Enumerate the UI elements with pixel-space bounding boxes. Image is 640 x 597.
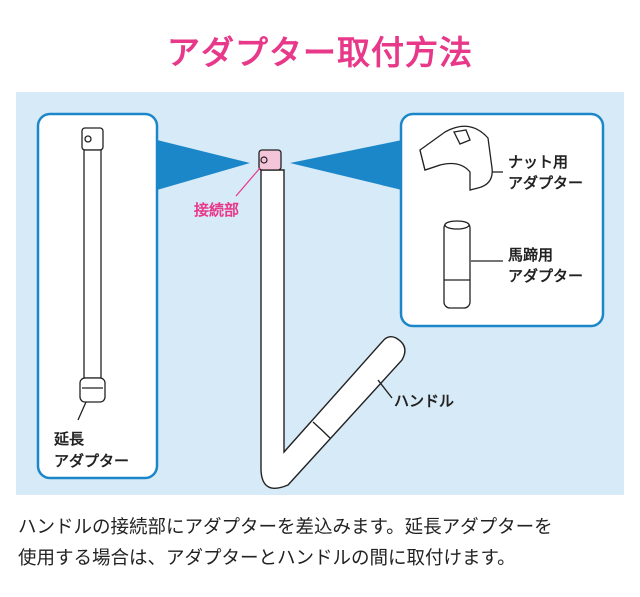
instruction-line-2: 使用する場合は、アダプターとハンドルの間に取付けます。 <box>18 548 516 569</box>
connection-part <box>235 149 282 197</box>
extension-adapter-illustration <box>77 127 106 421</box>
hoof-adapter-label-2: アダプター <box>508 267 583 285</box>
nut-adapter-illustration <box>419 125 503 191</box>
extension-label-2: アダプター <box>54 452 129 470</box>
right-connector-wedge <box>290 140 402 190</box>
extension-label-1: 延長 <box>53 430 85 448</box>
connection-label: 接続部 <box>194 201 239 219</box>
handle-illustration <box>260 169 406 489</box>
nut-adapter-label-1: ナット用 <box>508 153 568 171</box>
nut-adapter-label-2: アダプター <box>508 174 583 192</box>
page-title: アダプター取付方法 <box>167 33 473 72</box>
instruction-text: ハンドルの接続部にアダプターを差込みます。延長アダプターを 使用する場合は、アダ… <box>18 512 628 574</box>
handle-label: ハンドル <box>394 392 454 410</box>
left-connector-wedge <box>157 140 250 190</box>
hoof-adapter-illustration <box>443 220 503 309</box>
instruction-line-1: ハンドルの接続部にアダプターを差込みます。延長アダプターを <box>18 517 553 538</box>
hoof-adapter-label-1: 馬蹄用 <box>508 246 553 264</box>
